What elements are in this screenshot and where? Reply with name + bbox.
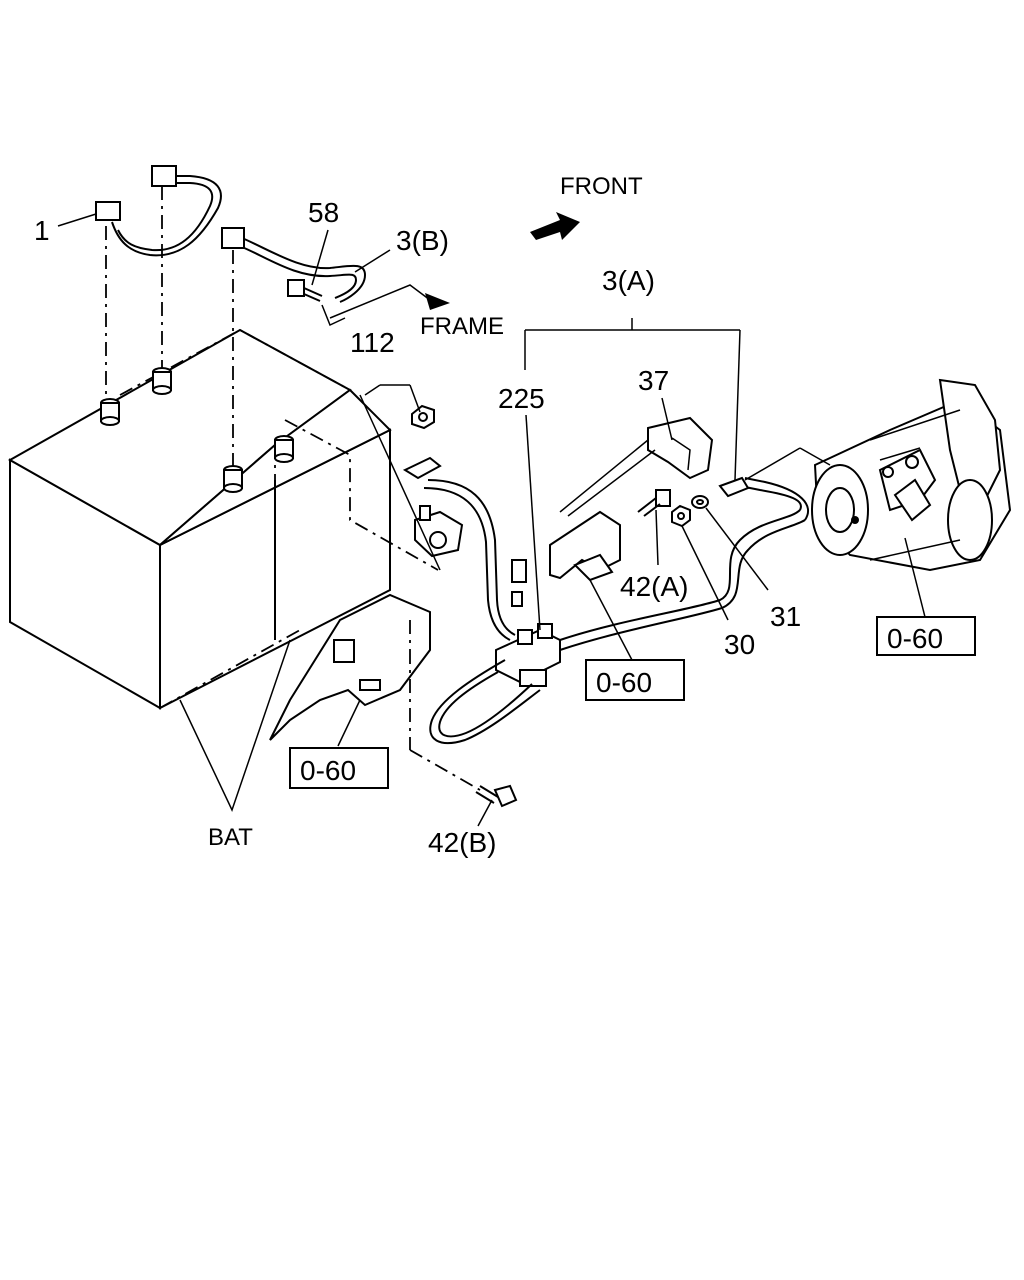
nut-30 bbox=[671, 504, 691, 528]
reference-box-starter[interactable]: 0-60 bbox=[876, 616, 976, 656]
callout-112: 112 bbox=[350, 327, 395, 358]
nut-112 bbox=[411, 404, 435, 430]
callout-30: 30 bbox=[724, 629, 755, 660]
reference-box-center-text: 0-60 bbox=[596, 667, 652, 698]
washer-31 bbox=[691, 495, 709, 509]
terminal-cover-37 bbox=[559, 416, 714, 517]
battery-assembly bbox=[7, 328, 439, 710]
terminal-lug-112 bbox=[414, 505, 464, 558]
junction-block-225 bbox=[495, 623, 561, 687]
reference-box-bracket[interactable]: 0-60 bbox=[289, 747, 389, 789]
front-label: FRONT bbox=[560, 173, 643, 200]
bolt-42a bbox=[637, 489, 671, 517]
battery-ground-cable-1 bbox=[95, 165, 222, 398]
battery-label: BAT bbox=[208, 824, 253, 851]
positive-cable-assembly bbox=[402, 404, 810, 745]
callout-1: 1 bbox=[34, 215, 50, 246]
callout-37: 37 bbox=[638, 365, 669, 396]
cable-bracket-center bbox=[549, 510, 621, 582]
frame-direction-arrow bbox=[329, 284, 450, 319]
front-direction-arrow bbox=[530, 212, 580, 240]
callout-58: 58 bbox=[308, 197, 339, 228]
callout-42a: 42(A) bbox=[620, 571, 688, 602]
callout-3a: 3(A) bbox=[602, 265, 655, 296]
leader-lines bbox=[57, 213, 926, 827]
reference-box-center[interactable]: 0-60 bbox=[585, 659, 685, 701]
callout-42b: 42(B) bbox=[428, 827, 496, 858]
frame-label: FRAME bbox=[420, 313, 504, 340]
reference-box-bracket-text: 0-60 bbox=[300, 755, 356, 786]
bolt-58 bbox=[287, 279, 323, 302]
battery-terminal-front bbox=[223, 465, 243, 493]
callout-3b: 3(B) bbox=[396, 225, 449, 256]
battery-terminal-right bbox=[274, 435, 294, 463]
battery-terminal-mid bbox=[152, 367, 172, 395]
battery-cable-3b bbox=[221, 227, 367, 466]
callout-31: 31 bbox=[770, 601, 801, 632]
bolt-42b bbox=[409, 650, 518, 808]
battery-bracket-lower bbox=[269, 593, 431, 741]
starter-motor bbox=[811, 378, 1012, 572]
reference-box-starter-text: 0-60 bbox=[887, 623, 943, 654]
callout-225: 225 bbox=[498, 383, 545, 414]
battery-terminal-left bbox=[100, 398, 120, 426]
